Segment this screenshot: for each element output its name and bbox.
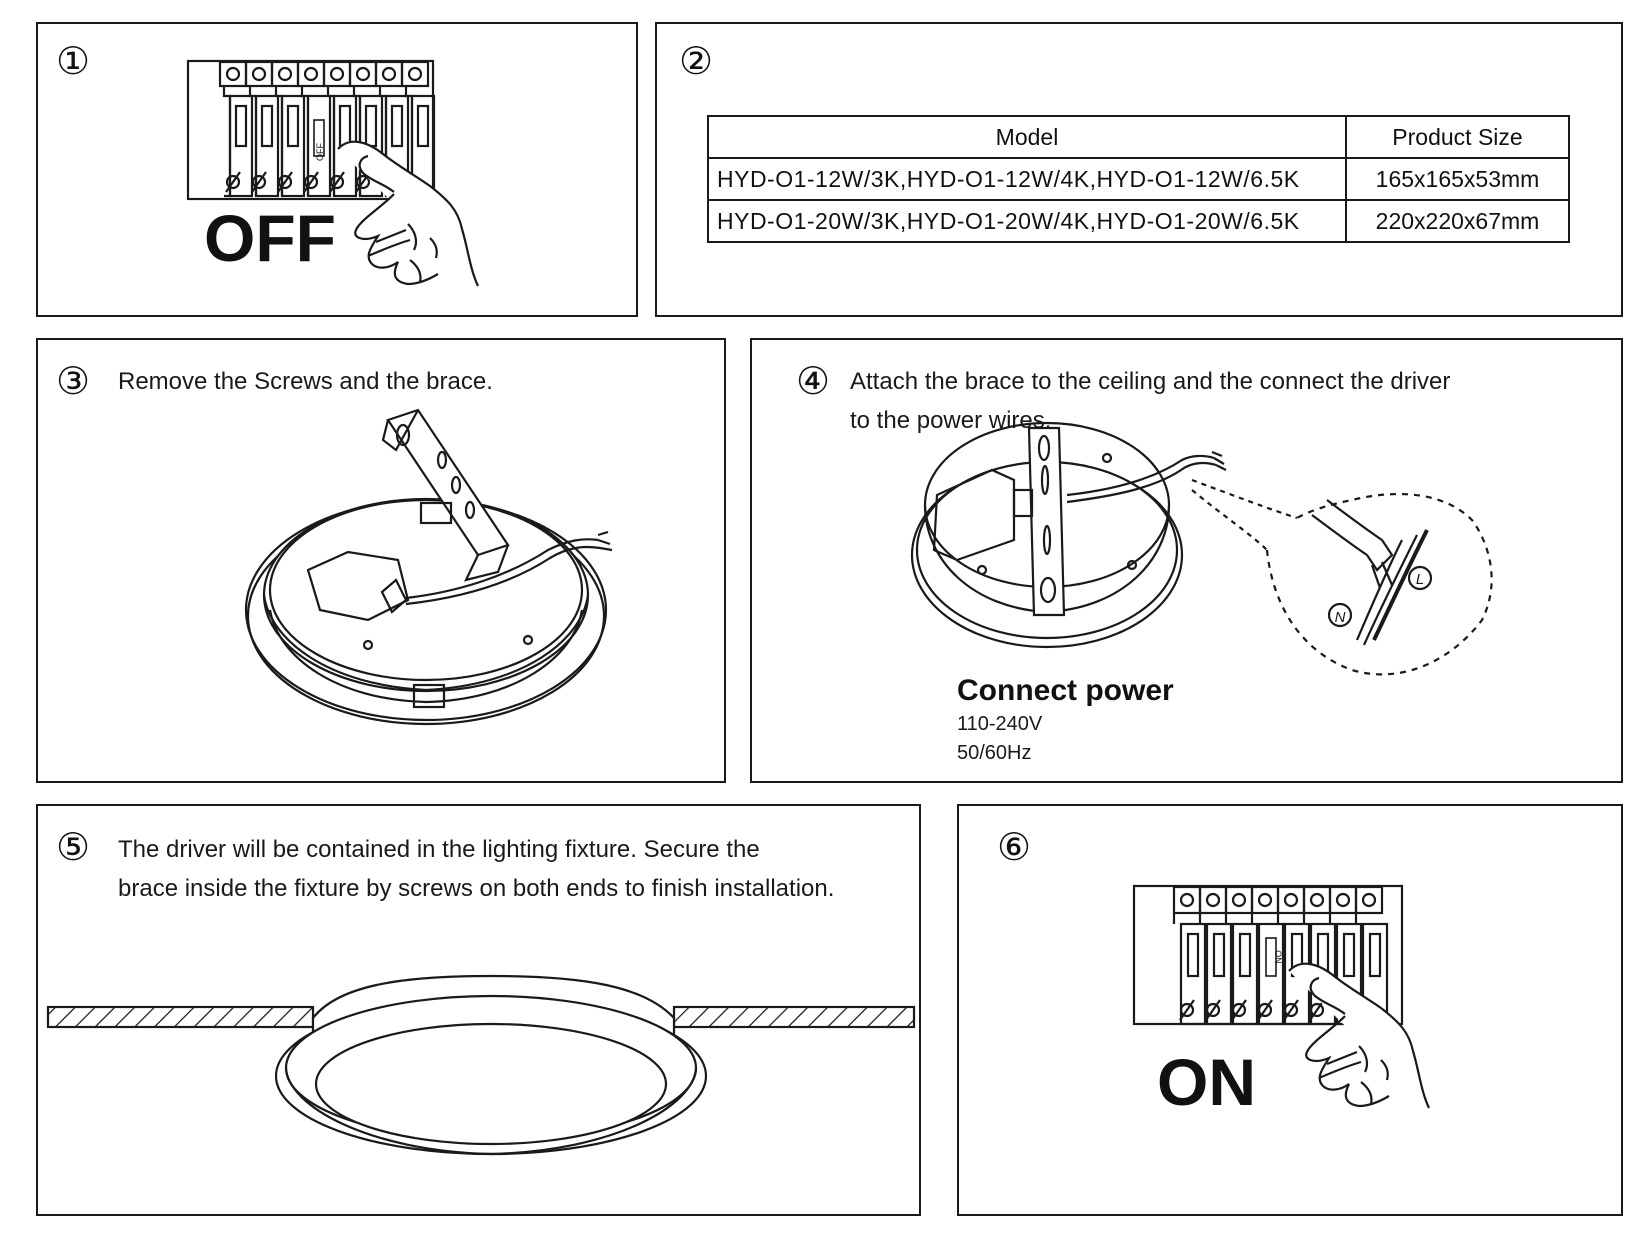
fixture-wiring-illustration: N L bbox=[910, 421, 1493, 676]
step-5-instruction-line1: The driver will be contained in the ligh… bbox=[118, 836, 760, 863]
step-4-panel: ④ Attach the brace to the ceiling and th… bbox=[750, 338, 1623, 783]
off-switch-label: OFF bbox=[315, 143, 325, 161]
step-6-number: ⑥ bbox=[997, 825, 1032, 869]
voltage-text: 110-240V bbox=[957, 713, 1043, 735]
step-2-number: ② bbox=[679, 39, 714, 83]
step-2-panel: ② Model Product Size HYD-O1-12W/3K,HYD-O… bbox=[655, 22, 1623, 317]
step-1-panel: ① bbox=[36, 22, 638, 317]
table-cell-model: HYD-O1-20W/3K,HYD-O1-20W/4K,HYD-O1-20W/6… bbox=[707, 199, 1347, 243]
on-switch-label: ON bbox=[1273, 950, 1283, 964]
table-header-size: Product Size bbox=[1345, 115, 1570, 159]
step-3-number: ③ bbox=[56, 359, 91, 403]
breaker-panel-on-illustration: ON bbox=[1132, 884, 1430, 1109]
table-header-model: Model bbox=[707, 115, 1347, 159]
step-1-number: ① bbox=[56, 39, 91, 83]
breaker-panel-off-illustration: OFF bbox=[186, 59, 479, 287]
product-size-table: Model Product Size HYD-O1-12W/3K,HYD-O1-… bbox=[707, 115, 1570, 243]
step-5-number: ⑤ bbox=[56, 825, 91, 869]
table-header-row: Model Product Size bbox=[707, 115, 1570, 159]
connect-power-title: Connect power bbox=[957, 674, 1174, 707]
neutral-wire-label: N bbox=[1335, 609, 1346, 626]
live-wire-label: L bbox=[1416, 571, 1424, 588]
fixture-brace-removal-illustration bbox=[244, 408, 613, 726]
table-cell-size: 165x165x53mm bbox=[1345, 157, 1570, 201]
off-label: OFF bbox=[204, 201, 336, 275]
step-5-panel: ⑤ The driver will be contained in the li… bbox=[36, 804, 921, 1216]
on-label: ON bbox=[1157, 1045, 1256, 1119]
table-cell-model: HYD-O1-12W/3K,HYD-O1-12W/4K,HYD-O1-12W/6… bbox=[707, 157, 1347, 201]
step-4-number: ④ bbox=[796, 359, 831, 403]
table-row: HYD-O1-20W/3K,HYD-O1-20W/4K,HYD-O1-20W/6… bbox=[707, 199, 1570, 243]
table-row: HYD-O1-12W/3K,HYD-O1-12W/4K,HYD-O1-12W/6… bbox=[707, 157, 1570, 201]
step-4-instruction-line1: Attach the brace to the ceiling and the … bbox=[850, 368, 1451, 395]
step-6-panel: ⑥ bbox=[957, 804, 1623, 1216]
step-3-instruction: Remove the Screws and the brace. bbox=[118, 368, 493, 395]
table-cell-size: 220x220x67mm bbox=[1345, 199, 1570, 243]
step-3-panel: ③ Remove the Screws and the brace. bbox=[36, 338, 726, 783]
step-4-instruction-line2: to the power wires. bbox=[850, 407, 1052, 434]
frequency-text: 50/60Hz bbox=[957, 742, 1032, 764]
step-5-instruction-line2: brace inside the fixture by screws on bo… bbox=[118, 875, 835, 902]
installed-fixture-illustration bbox=[46, 974, 916, 1156]
